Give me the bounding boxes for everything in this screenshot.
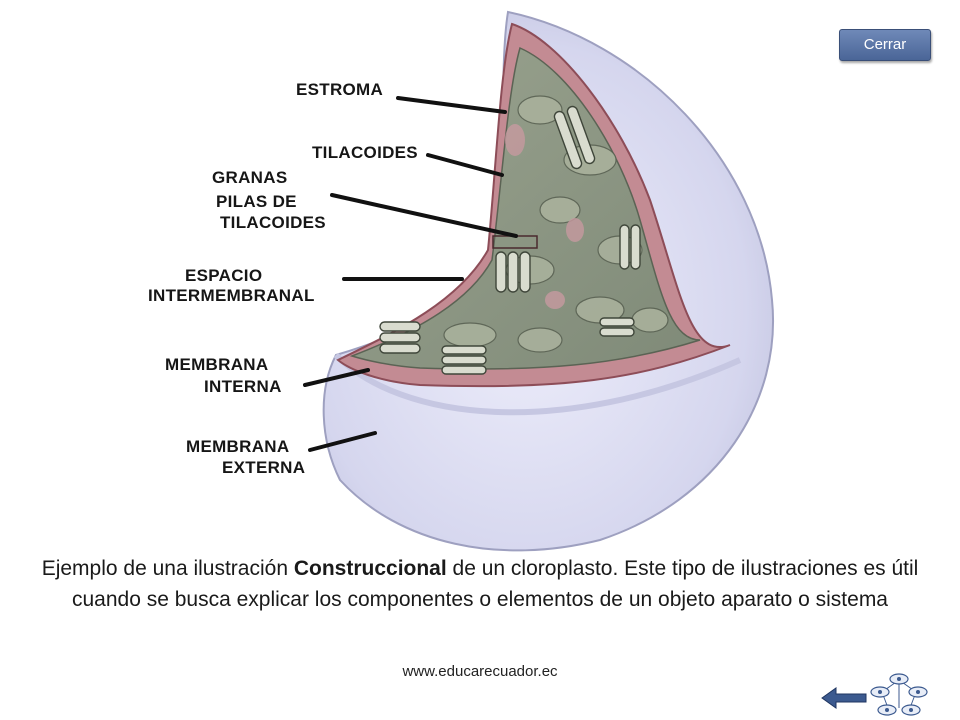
- leader-membrana-interna: [303, 368, 370, 387]
- caption-text-rest: de un cloroplasto. Este tipo de ilustrac…: [71, 557, 919, 611]
- footer-url: www.educarecuador.ec: [402, 663, 558, 680]
- label-estroma: ESTROMA: [296, 80, 383, 99]
- label-tilacoides: TILACOIDES: [312, 143, 418, 162]
- label-espacio: ESPACIO: [185, 266, 262, 285]
- leader-granas: [330, 193, 518, 238]
- granum-stacks: [379, 105, 641, 375]
- label-tilacoides-2: TILACOIDES: [220, 213, 326, 232]
- caption: Ejemplo de una ilustración Construcciona…: [30, 553, 930, 615]
- caption-bold: Construccional: [293, 557, 447, 580]
- label-membrana-interna-1: MEMBRANA: [165, 355, 268, 374]
- label-membrana-externa-2: EXTERNA: [222, 458, 305, 477]
- label-pilas-de: PILAS DE: [216, 192, 297, 211]
- caption-text: Ejemplo de una ilustración: [41, 557, 294, 580]
- label-granas: GRANAS: [212, 168, 287, 187]
- back-arrow-icon[interactable]: [820, 685, 868, 711]
- leader-tilacoides: [426, 153, 504, 177]
- close-button[interactable]: Cerrar: [839, 29, 931, 61]
- label-membrana-externa-1: MEMBRANA: [186, 437, 289, 456]
- label-intermembranal: INTERMEMBRANAL: [148, 286, 315, 305]
- site-map-icon[interactable]: [868, 672, 930, 718]
- chloroplast-diagram: ESTROMA TILACOIDES GRANAS PILAS DE TILAC…: [148, 10, 774, 552]
- leader-estroma: [396, 96, 507, 114]
- leader-membrana-externa: [308, 431, 377, 452]
- label-membrana-interna-2: INTERNA: [204, 377, 282, 396]
